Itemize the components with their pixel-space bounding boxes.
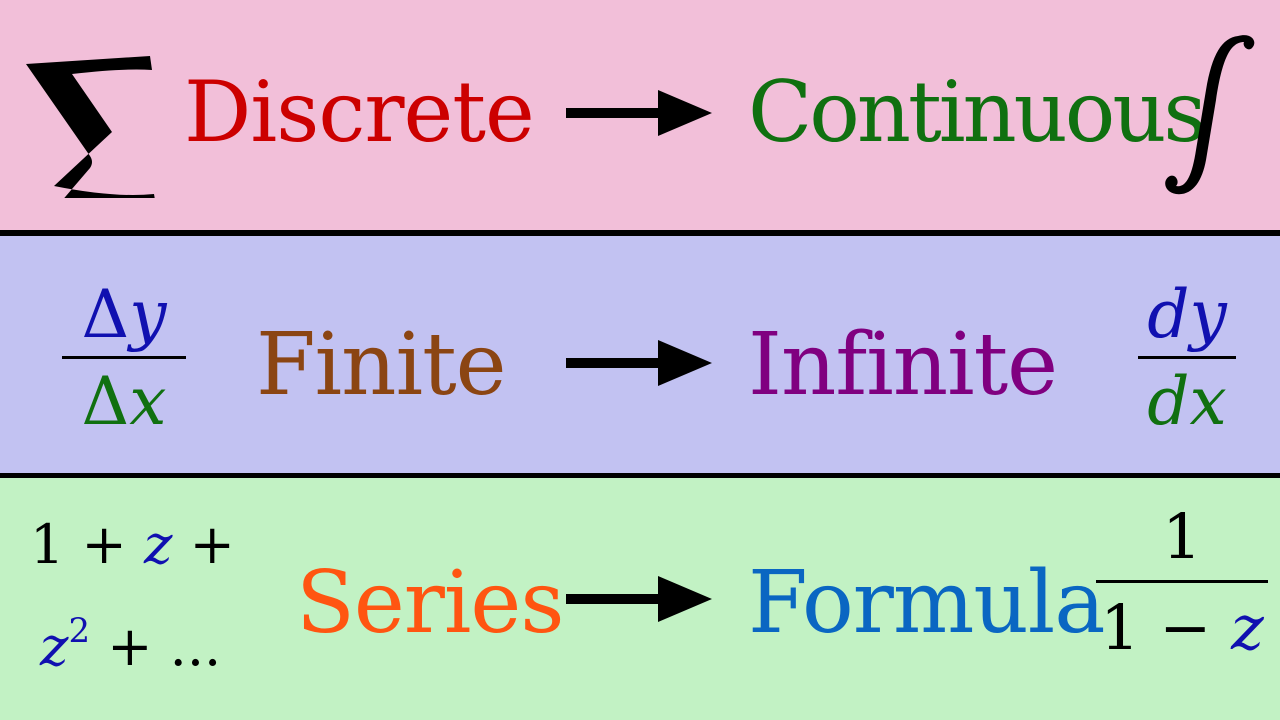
- derivative-fraction: dy dx: [1138, 282, 1236, 435]
- row-finite-infinite: Δy Δx Finite Infinite dy dx: [0, 236, 1280, 473]
- var-z: z: [1231, 591, 1264, 664]
- delta-y-numerator: Δy: [62, 282, 186, 348]
- delta-x-denominator: Δx: [62, 369, 186, 435]
- formula-numerator: 1: [1162, 500, 1202, 573]
- word-infinite: Infinite: [748, 315, 1058, 415]
- var-z: z: [143, 513, 173, 576]
- delta-symbol: Δ: [81, 276, 130, 353]
- arrow-right-icon: [566, 340, 712, 386]
- integral-icon: [1165, 35, 1255, 195]
- var-x: x: [129, 363, 167, 440]
- series-term-1-plus: 1 +: [30, 513, 127, 576]
- formula-denominator: 1 − z: [1096, 597, 1268, 659]
- delta-fraction: Δy Δx: [62, 282, 186, 435]
- fraction-bar: [1096, 580, 1268, 583]
- plus-sign: +: [189, 513, 235, 576]
- row-discrete-continuous: Discrete Continuous: [0, 0, 1280, 230]
- var-y: y: [1189, 276, 1227, 353]
- var-z: z: [40, 615, 69, 678]
- dx-denominator: dx: [1138, 369, 1236, 435]
- var-y: y: [129, 276, 167, 353]
- row-series-formula: 1 + z + z2 + ... Series Formula 1 1 − z: [0, 478, 1280, 720]
- arrow-right-icon: [566, 576, 712, 622]
- series-line-1: 1 + z +: [30, 518, 235, 572]
- one-minus: 1 −: [1100, 591, 1212, 664]
- plus-ellipsis: + ...: [107, 615, 222, 678]
- word-series: Series: [296, 553, 564, 653]
- exponent-2: 2: [68, 611, 91, 651]
- delta-symbol: Δ: [81, 363, 130, 440]
- word-continuous: Continuous: [748, 63, 1207, 161]
- series-line-2: z2 + ...: [40, 614, 221, 674]
- var-x: x: [1189, 363, 1227, 440]
- differential-d: d: [1147, 276, 1190, 353]
- summation-icon: [26, 56, 155, 198]
- word-finite: Finite: [256, 315, 507, 415]
- arrow-right-icon: [566, 90, 712, 136]
- formula-fraction: 1 1 − z: [1096, 506, 1268, 659]
- differential-d: d: [1147, 363, 1190, 440]
- fraction-bar: [1138, 356, 1236, 359]
- word-formula: Formula: [748, 553, 1106, 653]
- dy-numerator: dy: [1138, 282, 1236, 348]
- word-discrete: Discrete: [184, 63, 535, 161]
- fraction-bar: [62, 356, 186, 359]
